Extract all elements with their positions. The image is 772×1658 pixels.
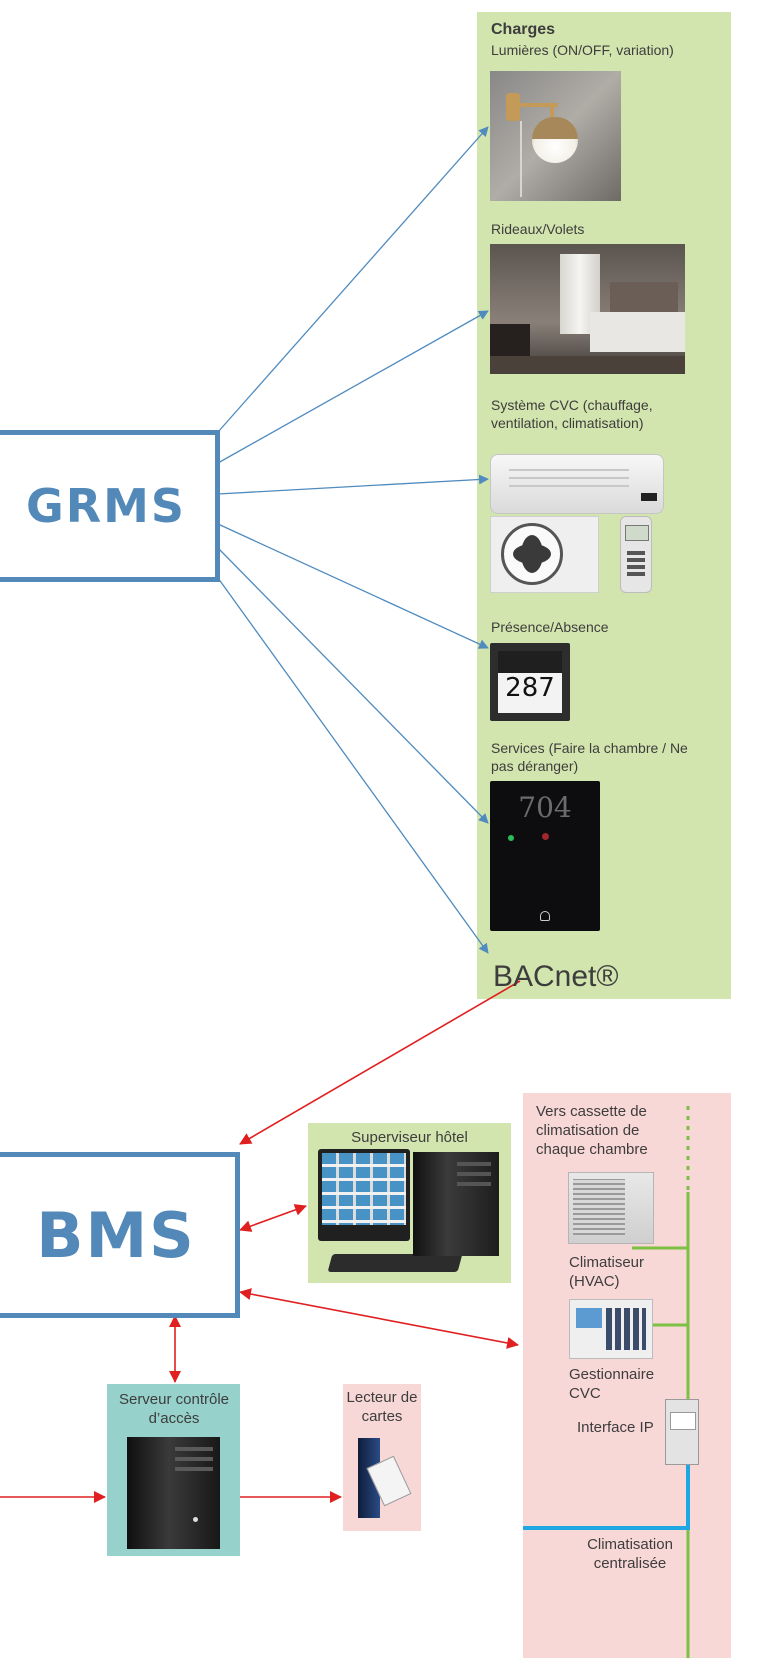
hvac-label: Système CVC (chauffage, ventilation, cli… xyxy=(491,397,653,431)
link-bms-hvac xyxy=(239,1288,519,1349)
link-grms-services xyxy=(217,547,489,824)
bms-box[interactable]: BMS xyxy=(0,1152,240,1318)
cassette-label: Vers cassette de climatisation de chaque… xyxy=(536,1103,648,1158)
wall-lamp-image xyxy=(490,71,621,201)
link-grms-hvac xyxy=(217,474,489,495)
grms-links xyxy=(217,126,489,954)
outdoor-unit-image xyxy=(490,516,599,593)
card-reader-label: Lecteur de cartes xyxy=(346,1389,418,1425)
presence-device-image: 287 xyxy=(490,643,570,721)
presence-label: Présence/Absence xyxy=(491,619,609,635)
link-grms-curtains xyxy=(217,310,489,464)
lights-label: Lumières (ON/OFF, variation) xyxy=(491,42,674,58)
bms-label: BMS xyxy=(36,1198,196,1272)
hvac-controller-image xyxy=(569,1299,653,1359)
grms-label: GRMS xyxy=(25,479,187,533)
server-tower-image xyxy=(127,1437,220,1549)
charges-title: Charges xyxy=(491,21,556,38)
monitor-image xyxy=(318,1149,410,1241)
card-reader-panel xyxy=(343,1384,421,1531)
centralized-label: Climatisation centralisée xyxy=(587,1536,673,1572)
tower-image xyxy=(413,1152,499,1256)
red-links xyxy=(0,980,521,1503)
access-server-label: Serveur contrôle d’accès xyxy=(118,1391,230,1427)
link-grms-presence xyxy=(217,523,489,649)
link-grms-bacnet xyxy=(217,577,489,954)
grms-box[interactable]: GRMS xyxy=(0,430,220,582)
link-bacnet-bms xyxy=(239,980,521,1145)
remote-image xyxy=(620,516,652,593)
presence-room-number: 287 xyxy=(505,673,555,703)
keyboard-image xyxy=(327,1254,463,1272)
curtains-label: Rideaux/Volets xyxy=(491,221,585,237)
card-reader-image xyxy=(352,1436,414,1520)
climatiseur-label: Climatiseur (HVAC) xyxy=(569,1254,645,1290)
link-bms-supervisor xyxy=(239,1204,307,1232)
outdoor-ac-image xyxy=(568,1172,654,1244)
services-label: Services (Faire la chambre / Ne pas déra… xyxy=(491,740,688,774)
supervisor-label: Superviseur hôtel xyxy=(351,1129,468,1146)
services-panel-image: 704 xyxy=(490,781,600,931)
cyan-links xyxy=(523,1465,690,1530)
air-conditioner-image xyxy=(490,454,664,514)
link-grms-lights xyxy=(217,126,489,433)
interface-ip-label: Interface IP xyxy=(577,1419,654,1436)
ip-interface-image xyxy=(665,1399,699,1465)
gestionnaire-label: Gestionnaire CVC xyxy=(569,1366,655,1402)
bedroom-image xyxy=(490,244,685,374)
bacnet-label: BACnet® xyxy=(493,960,619,993)
services-room-number: 704 xyxy=(518,791,572,824)
